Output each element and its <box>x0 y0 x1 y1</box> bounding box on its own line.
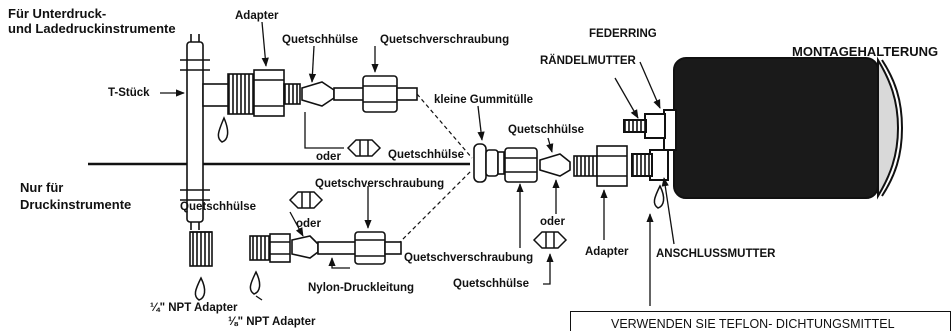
mounting-bracket-label: MONTAGEHALTERUNG <box>792 44 939 59</box>
sealant-drop-icon <box>217 116 229 143</box>
adapter-top-label: Adapter <box>235 10 279 22</box>
ferrule-mid-bottom-label: Quetschhülse <box>453 278 530 290</box>
adapter-top <box>253 69 301 117</box>
compression-nut-bottom-label: Quetschverschraubung <box>315 178 445 190</box>
adapter-eighth-npt <box>249 233 291 263</box>
vacuum-boost-heading-line2: und Ladedruckinstrumente <box>8 21 176 36</box>
quarter-npt-adapter-label: ¼" NPT Adapter <box>150 302 238 314</box>
gauge <box>623 56 904 200</box>
sealant-drop-icon <box>653 184 665 209</box>
adapter-quarter-npt <box>189 231 213 267</box>
compression-nut-mid <box>504 147 538 183</box>
t-piece-label: T-Stück <box>108 87 150 99</box>
oder-mid-label: oder <box>540 216 565 228</box>
pressure-only-heading-line1: Nur für <box>20 180 64 195</box>
t-piece <box>180 34 265 230</box>
alt-ferrule-mid <box>532 231 568 249</box>
alt-ferrule-bottom <box>288 191 324 209</box>
ferrule-alt-top <box>346 139 382 157</box>
compression-nut-top-label: Quetschverschraubung <box>380 34 510 46</box>
pressure-only-heading-line2: Druckinstrumente <box>20 197 132 212</box>
tube-bottom <box>317 241 359 255</box>
compression-nut-bottom <box>354 231 402 265</box>
eighth-npt-adapter-label: ⅛" NPT Adapter <box>228 316 316 328</box>
alt-ferrule-top-label: Quetschhülse <box>388 149 465 161</box>
sealant-drop-icon <box>249 270 261 295</box>
connection-nut-label: ANSCHLUSSMUTTER <box>656 248 776 260</box>
ferrule-mid-label: Quetschhülse <box>508 124 585 136</box>
ferrule-bottom <box>291 235 319 259</box>
compression-nut-mid-label: Quetschverschraubung <box>404 252 534 264</box>
ferrule-bottom-label: Quetschhülse <box>180 201 257 213</box>
knurled-nut-label: RÄNDELMUTTER <box>540 55 636 67</box>
adapter-mid-label: Adapter <box>585 246 629 258</box>
lock-washer-label: FEDERRING <box>589 28 657 40</box>
oder-top-label: oder <box>316 151 341 163</box>
grommet <box>473 143 505 183</box>
grommet-label: kleine Gummitülle <box>434 94 534 106</box>
adapter-mid <box>573 145 628 187</box>
compression-nut-top <box>362 75 418 113</box>
sealant-drop-icon <box>194 276 206 301</box>
ferrule-mid <box>539 153 571 177</box>
vacuum-boost-heading-line1: Für Unterdruck- <box>8 6 107 21</box>
oder-bottom-label: oder <box>296 218 321 230</box>
teflon-sealant-note: VERWENDEN SIE TEFLON- DICHTUNGSMITTEL <box>570 311 951 331</box>
ferrule-top-label: Quetschhülse <box>282 34 359 46</box>
ferrule-top <box>301 81 335 107</box>
nylon-line-label: Nylon-Druckleitung <box>308 282 415 294</box>
